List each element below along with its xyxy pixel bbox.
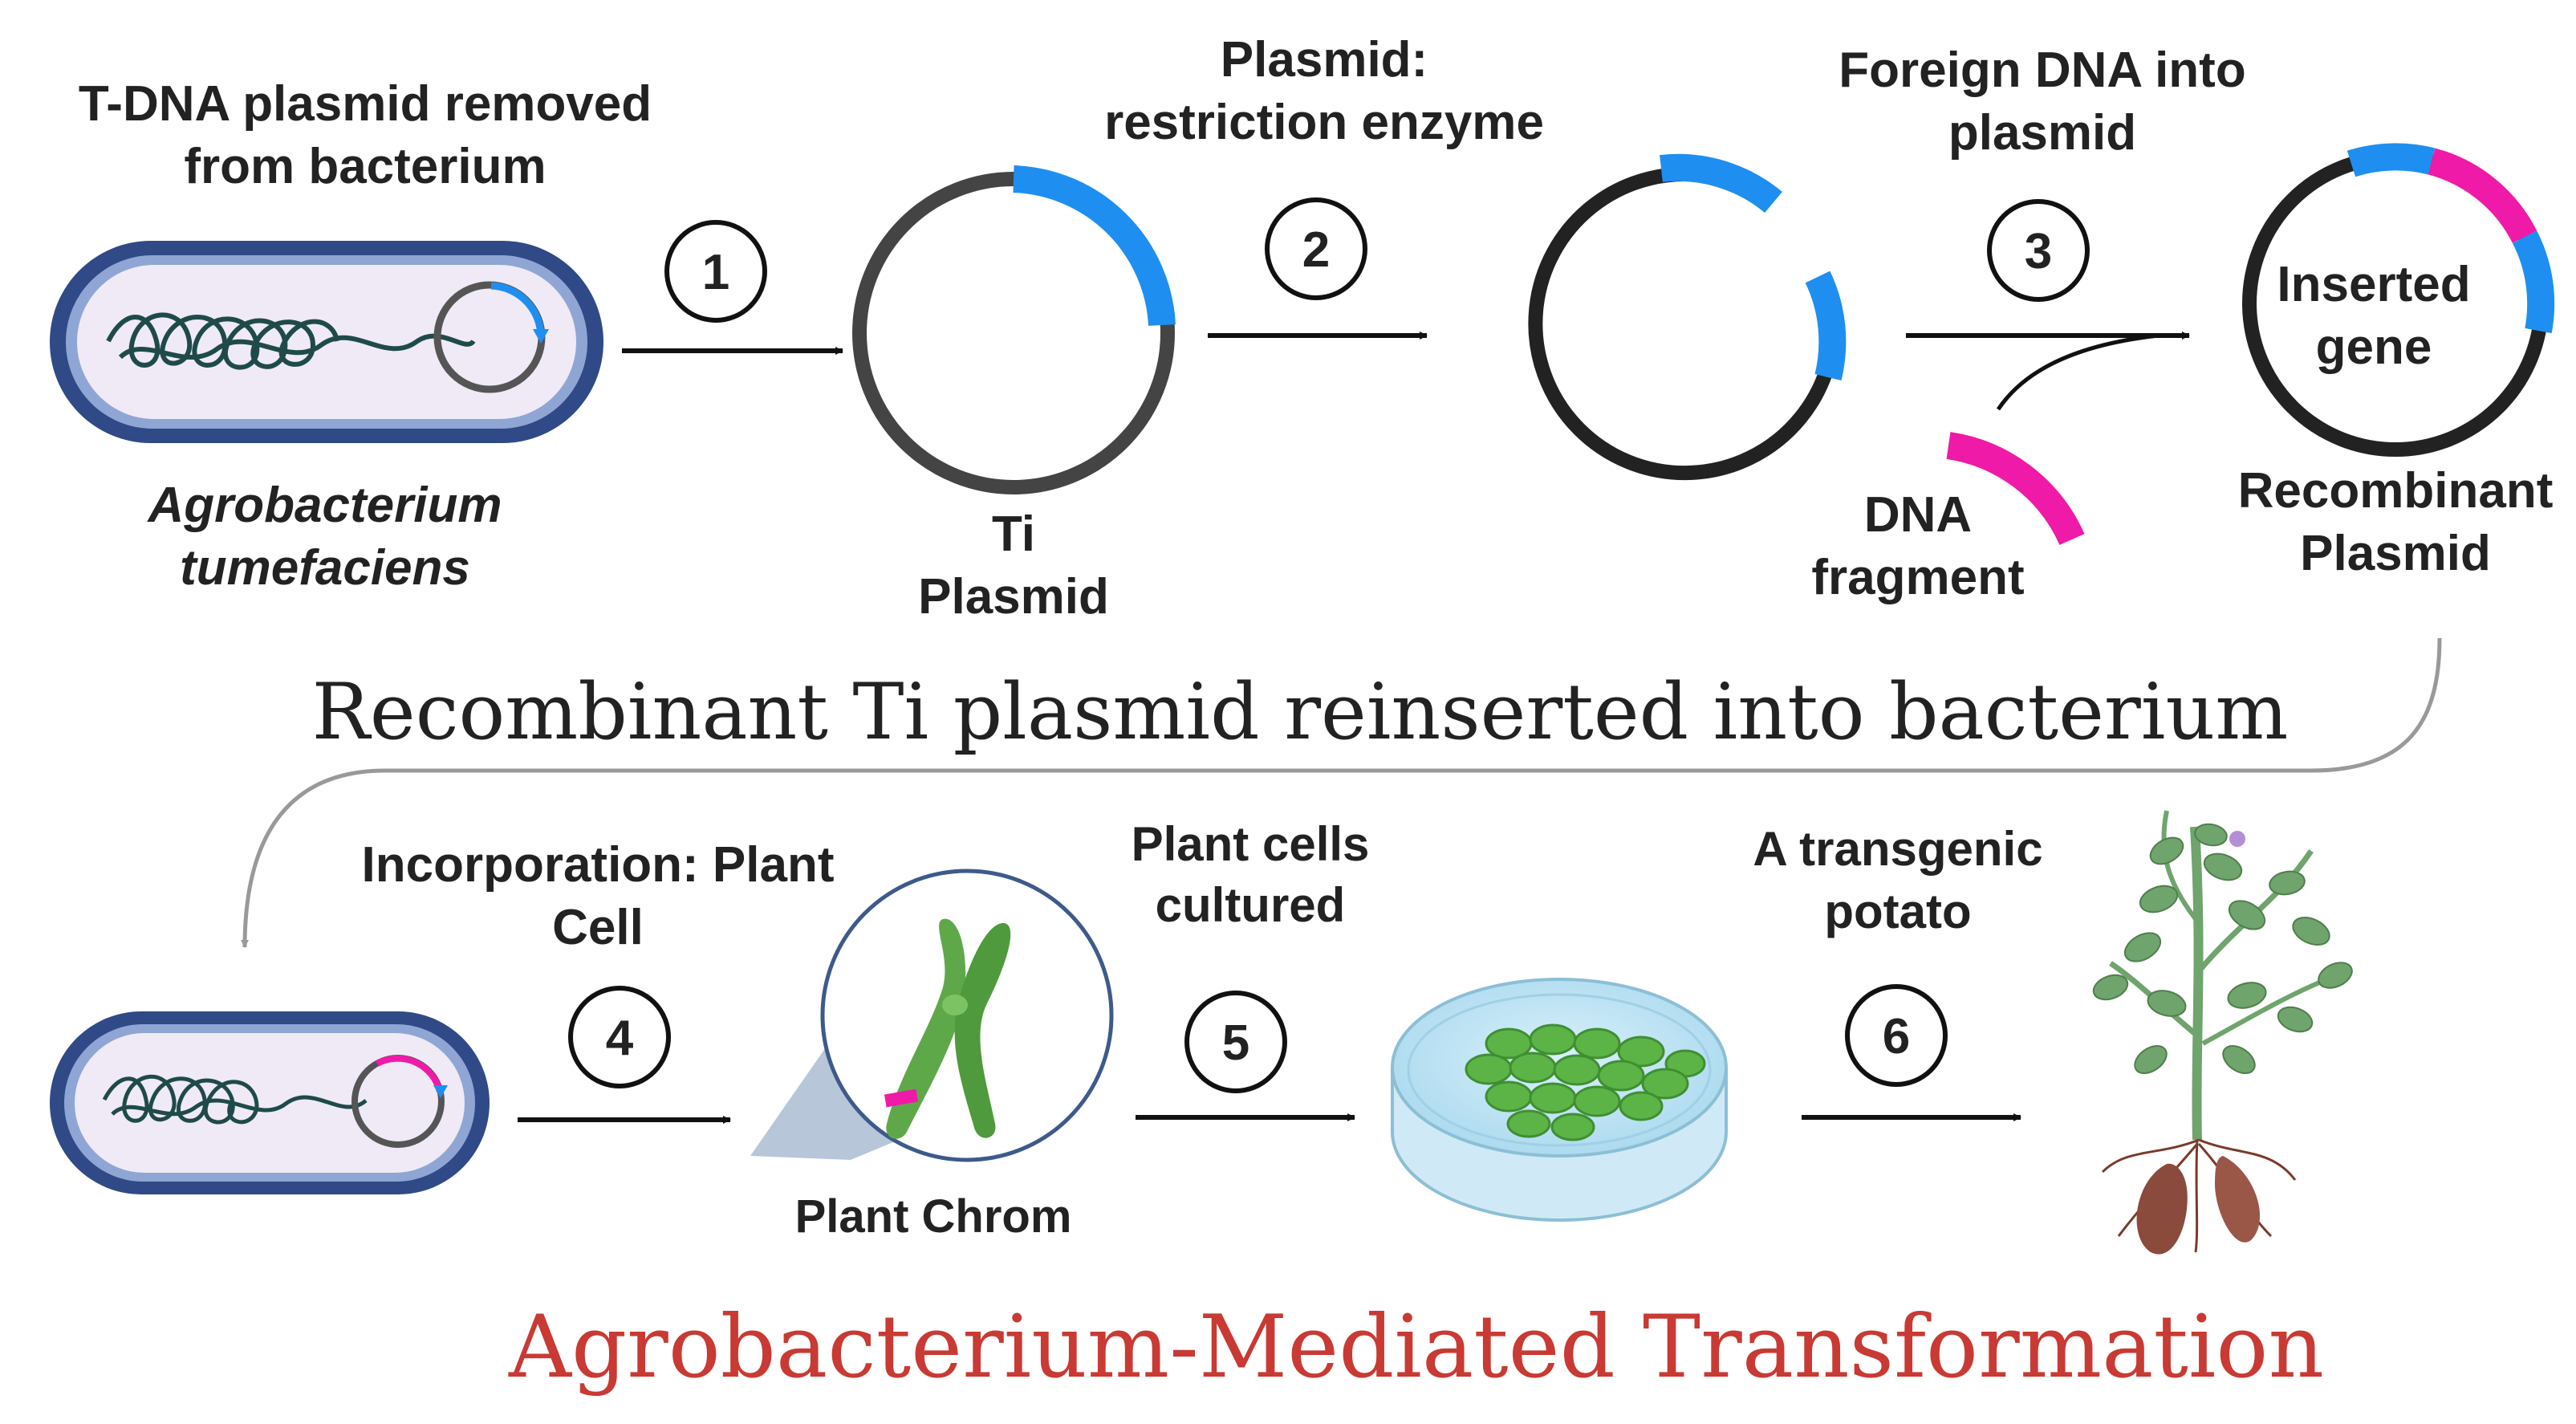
- bacterium-icon: [50, 241, 603, 443]
- petri-dish-icon: [1391, 978, 1728, 1222]
- ti-plasmid-label-line1: Ti: [992, 507, 1035, 562]
- inserted-gene-label-line1: Inserted: [2277, 257, 2470, 312]
- organism-name-line2: tumefaciens: [180, 540, 470, 596]
- inserted-gene-label-line2: gene: [2316, 319, 2432, 375]
- chromosomal-dna: [106, 312, 476, 370]
- step6-title-line1: A transgenic: [1753, 822, 2042, 876]
- step4-title-line1: Incorporation: Plant: [362, 837, 835, 893]
- cut-plasmid-icon: [1528, 153, 1847, 481]
- step-badge-3: 3: [1987, 199, 2090, 302]
- step5-title-line1: Plant cells: [1132, 817, 1370, 871]
- potato-plant-icon: [2092, 810, 2353, 1255]
- step-number-4: 4: [606, 1011, 634, 1066]
- step-badge-4: 4: [568, 986, 671, 1088]
- plasmid-icon: [852, 165, 1176, 494]
- step1-title-line2: from bacterium: [184, 139, 546, 194]
- organism-name-line1: Agrobacterium: [147, 478, 502, 533]
- middle-heading: Recombinant Ti plasmid reinserted into b…: [312, 667, 2289, 757]
- step3-title-line2: plasmid: [1948, 105, 2136, 161]
- step2-title-line1: Plasmid:: [1221, 32, 1428, 87]
- dna-fragment-icon: [1946, 432, 2085, 546]
- step2-title-line2: restriction enzyme: [1104, 95, 1544, 150]
- step4-title-line2: Cell: [552, 900, 644, 955]
- step-number-2: 2: [1302, 222, 1330, 278]
- step3-title-line1: Foreign DNA into: [1839, 43, 2245, 98]
- step-number-3: 3: [2025, 224, 2052, 279]
- recombinant-bacterium-icon: [50, 1011, 490, 1194]
- step-badge-5: 5: [1184, 991, 1287, 1093]
- step-number-5: 5: [1222, 1015, 1249, 1071]
- recombinant-plasmid-icon: [2242, 143, 2555, 457]
- recombinant-plasmid-label-line1: Recombinant: [2238, 463, 2554, 519]
- step-badge-2: 2: [1265, 197, 1367, 300]
- fragment-join-curve: [1996, 333, 2160, 411]
- chromosomal-dna-2: [102, 1074, 368, 1125]
- step1-title-line1: T-DNA plasmid removed: [79, 76, 652, 132]
- step5-title-line2: cultured: [1156, 878, 1346, 932]
- recombinant-plasmid-label-line2: Plasmid: [2300, 526, 2491, 581]
- step-number-6: 6: [1883, 1009, 1910, 1064]
- step-number-1: 1: [702, 245, 729, 300]
- plant-chrom-label: Plant Chrom: [795, 1190, 1072, 1243]
- step-badge-6: 6: [1845, 984, 1948, 1087]
- main-title: Agrobacterium-Mediated Transformation: [508, 1297, 2324, 1398]
- connector-arrow: [241, 637, 2442, 948]
- dna-fragment-label-line2: fragment: [1811, 550, 2024, 605]
- ti-plasmid-label-line2: Plasmid: [918, 569, 1109, 625]
- flower-icon: [2229, 831, 2245, 847]
- dna-fragment-label-line1: DNA: [1864, 487, 1972, 543]
- cultured-cells: [1465, 1023, 1706, 1141]
- chromosome-icon: [750, 869, 1114, 1162]
- step-badge-1: 1: [664, 220, 767, 323]
- step6-title-line2: potato: [1824, 885, 1971, 938]
